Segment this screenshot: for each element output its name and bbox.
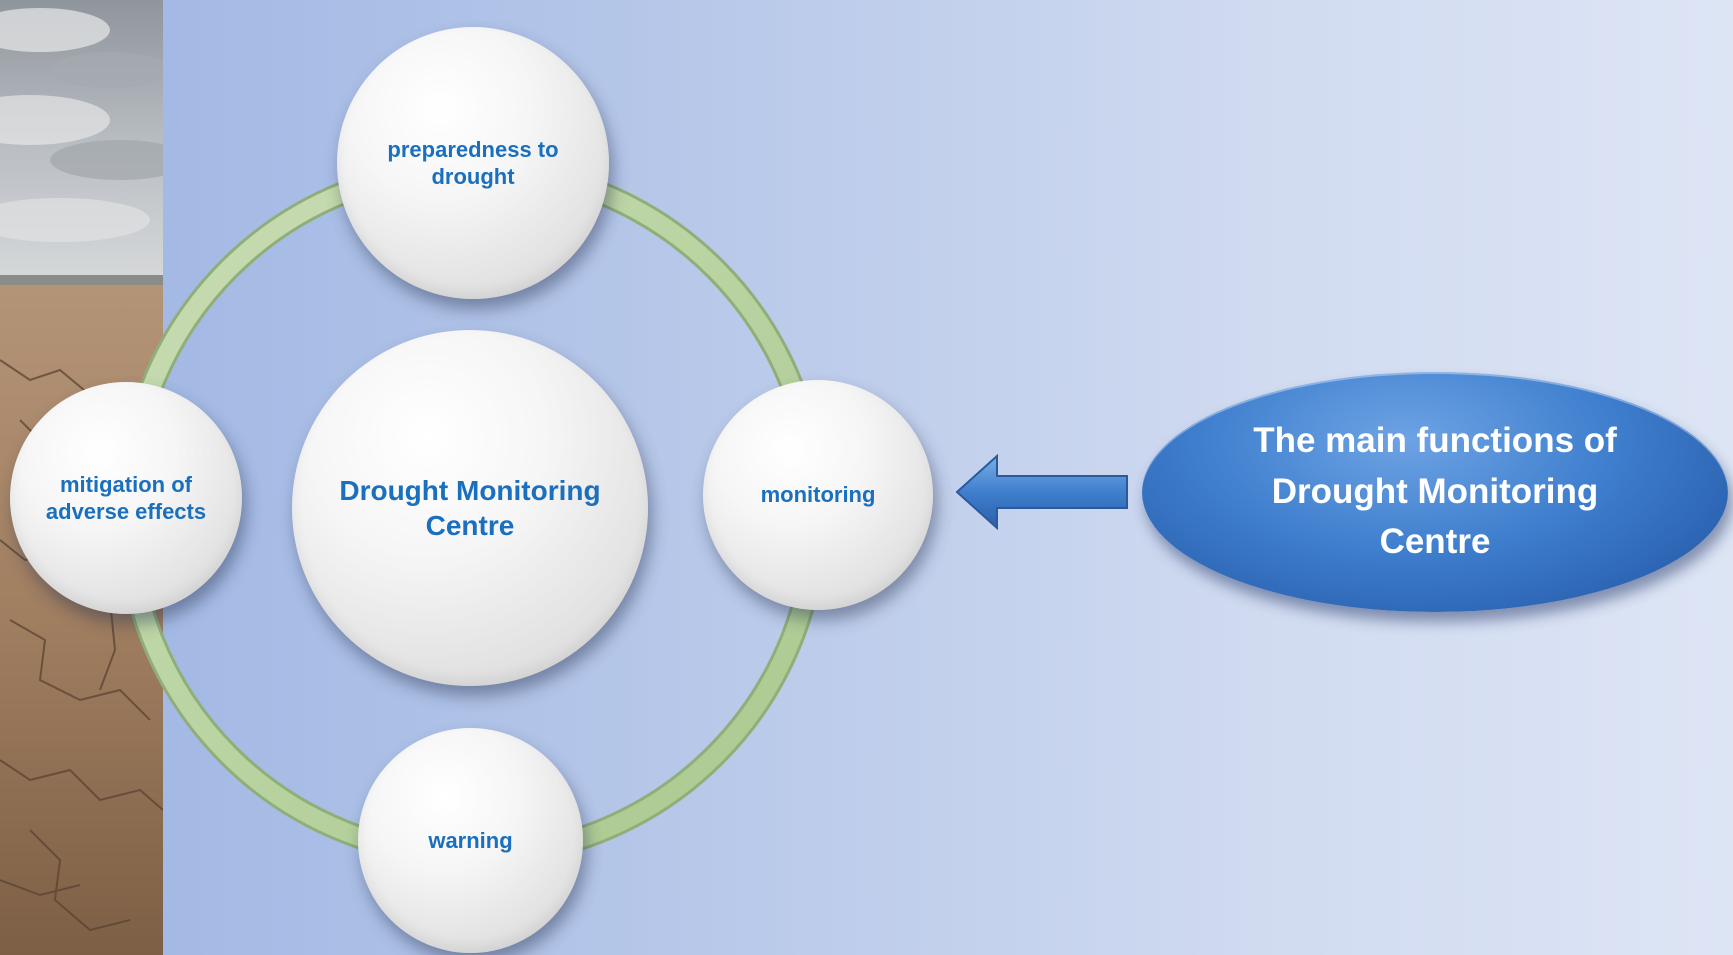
left-arrow-icon [955, 453, 1128, 531]
node-preparedness-label: preparedness to drought [387, 136, 559, 190]
node-monitoring: monitoring [703, 380, 933, 610]
node-monitoring-label: monitoring [760, 482, 876, 508]
title-ellipse: The main functions of Drought Monitoring… [1142, 372, 1728, 612]
node-center: Drought Monitoring Centre [292, 330, 648, 686]
node-warning: warning [358, 728, 583, 953]
title-text: The main functions of Drought Monitoring… [1253, 420, 1617, 562]
node-warning-label: warning [428, 827, 513, 853]
node-mitigation-label: mitigation of adverse effects [45, 471, 207, 525]
node-mitigation: mitigation of adverse effects [10, 382, 242, 614]
node-center-label: Drought Monitoring Centre [339, 475, 601, 541]
node-preparedness: preparedness to drought [337, 27, 609, 299]
